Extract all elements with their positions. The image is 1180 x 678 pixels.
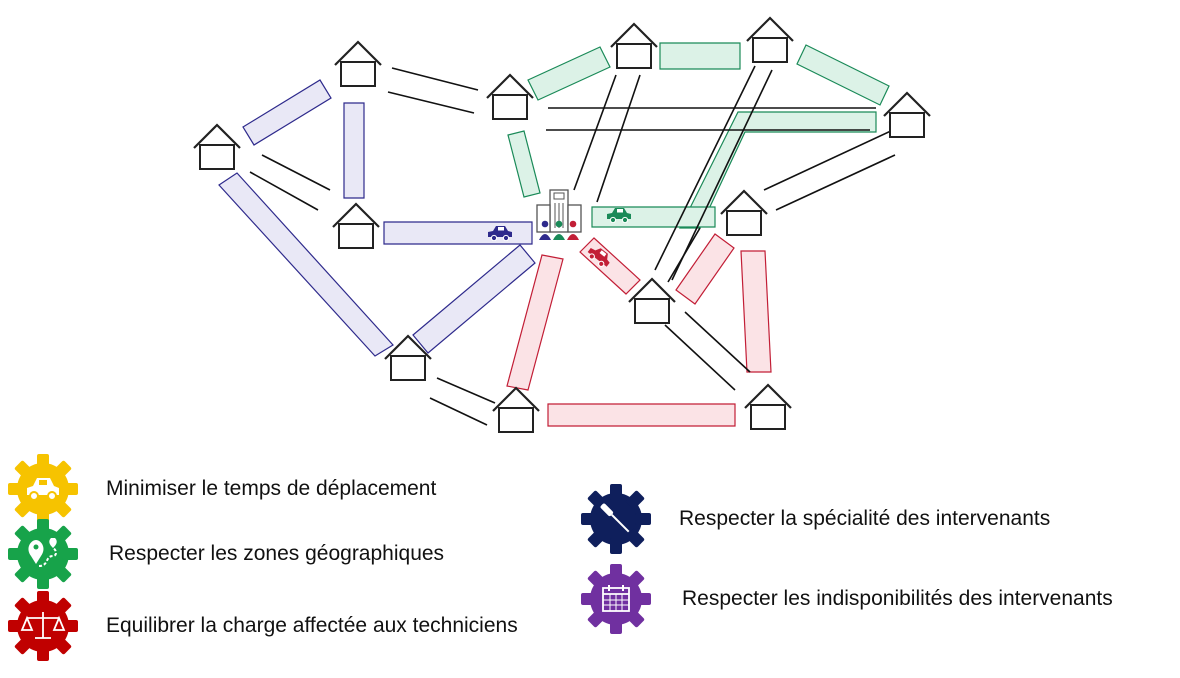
red-corridor <box>506 254 564 391</box>
house-icon <box>333 40 383 88</box>
blue-corridor <box>412 244 536 354</box>
red-corridor <box>547 403 736 427</box>
legend-label: Minimiser le temps de déplacement <box>106 477 437 500</box>
blue-corridor <box>343 102 365 199</box>
legend-label: Equilibrer la charge affectée aux techni… <box>106 614 518 637</box>
balance-scale-gear-icon <box>8 591 78 661</box>
legend-item-travel-time: Minimiser le temps de déplacement <box>7 453 436 525</box>
blue-route <box>218 79 536 357</box>
red-corridor <box>675 233 735 305</box>
green-corridor <box>796 44 890 106</box>
green-corridor <box>527 46 611 101</box>
green-corridor <box>507 130 541 198</box>
legend-item-speciality: Respecter la spécialité des intervenants <box>580 483 1050 555</box>
house-icon <box>609 22 659 70</box>
red-corridor <box>740 250 772 373</box>
red-route <box>506 233 772 427</box>
network-edges <box>249 65 896 426</box>
legend-label: Respecter la spécialité des intervenants <box>679 507 1051 530</box>
green-corridor <box>679 111 877 229</box>
house-icon <box>743 383 793 431</box>
house-icon <box>627 277 677 325</box>
map-route-gear-icon <box>8 519 78 589</box>
car-gear-icon <box>8 454 78 524</box>
red-corridor <box>579 237 641 295</box>
legend-item-workload-balance: Equilibrer la charge affectée aux techni… <box>7 590 518 662</box>
calendar-gear-icon <box>581 564 651 634</box>
blue-corridor <box>242 79 332 146</box>
technicians-building-icon <box>536 189 586 240</box>
legend-label: Respecter les indisponibilités des inter… <box>682 587 1113 610</box>
route-network-diagram <box>192 16 932 434</box>
screwdriver-gear-icon <box>581 484 651 554</box>
house-icon <box>882 91 932 139</box>
legend-label: Respecter les zones géographiques <box>109 542 445 565</box>
house-icon <box>192 123 242 171</box>
house-icon <box>491 386 541 434</box>
legend-item-unavailability: Respecter les indisponibilités des inter… <box>580 563 1113 635</box>
legend-item-geographic-zones: Respecter les zones géographiques <box>7 518 444 590</box>
house-icon <box>745 16 795 64</box>
house-icon <box>485 73 535 121</box>
blue-corridor <box>218 172 394 357</box>
house-icon <box>719 189 769 237</box>
green-corridor <box>659 42 741 70</box>
house-icon <box>331 202 381 250</box>
